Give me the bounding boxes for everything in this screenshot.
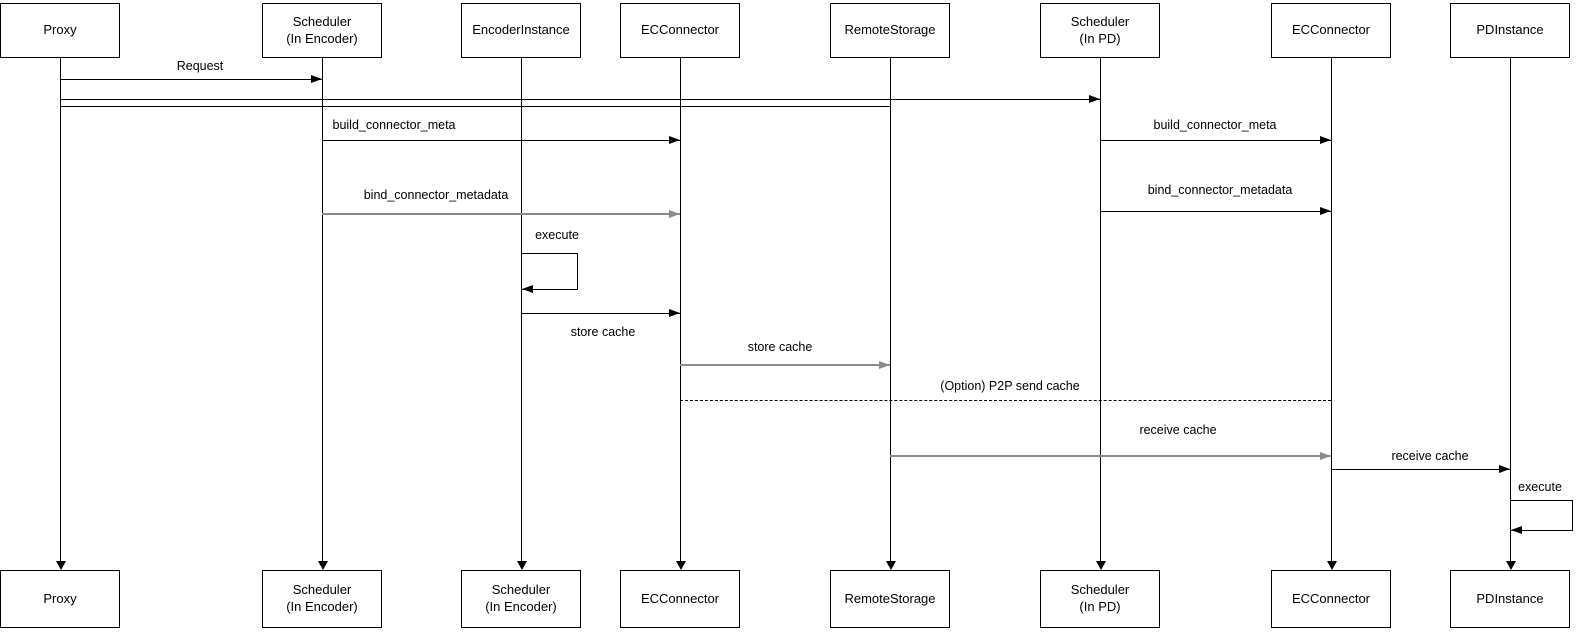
actor-bottom-box-pd-instance: PDInstance	[1450, 570, 1570, 628]
message-line-build-connector-meta-pd	[1100, 140, 1331, 141]
lifeline-arrowhead-encoder-instance	[516, 561, 527, 570]
message-label-bind-connector-metadata-enc: bind_connector_metadata	[363, 188, 509, 202]
self-message-label-execute-pd: execute	[1518, 480, 1562, 494]
actor-top-box-proxy: Proxy	[0, 3, 120, 58]
message-label-p2p-send-cache: (Option) P2P send cache	[940, 379, 1080, 393]
message-line-p2p-send-cache	[680, 400, 1331, 401]
actor-bottom-box-encoder-instance: Scheduler (In Encoder)	[461, 570, 581, 628]
lifeline-ec-connector-right	[1331, 58, 1332, 561]
lifeline-arrowhead-pd-instance	[1505, 561, 1516, 570]
lifeline-arrowhead-proxy	[55, 561, 66, 570]
self-message-bottom-execute-encoder	[522, 289, 578, 290]
message-arrowhead-build-connector-meta-pd	[1320, 136, 1331, 144]
self-message-arrowhead-execute-encoder	[522, 285, 533, 293]
message-label-bind-connector-metadata-pd: bind_connector_metadata	[1147, 183, 1293, 197]
message-label-store-cache-remote: store cache	[747, 340, 813, 354]
actor-bottom-box-ec-connector-right: ECConnector	[1271, 570, 1391, 628]
actor-bottom-box-scheduler-pd: Scheduler (In PD)	[1040, 570, 1160, 628]
self-message-right-execute-pd	[1572, 500, 1573, 530]
message-arrowhead-request	[311, 75, 322, 83]
message-line-build-connector-meta-enc	[322, 140, 680, 141]
actor-top-box-remote-storage: RemoteStorage	[830, 3, 950, 58]
lifeline-remote-storage	[890, 58, 891, 561]
message-line-store-cache-encoder	[521, 313, 680, 314]
actor-top-box-scheduler-encoder: Scheduler (In Encoder)	[262, 3, 382, 58]
lifeline-arrowhead-ec-connector-left	[675, 561, 686, 570]
lifeline-scheduler-encoder	[322, 58, 323, 561]
self-message-arrowhead-execute-pd	[1511, 526, 1522, 534]
message-arrowhead-bind-connector-metadata-pd	[1320, 207, 1331, 215]
message-arrowhead-bind-connector-metadata-enc	[669, 210, 680, 218]
message-line-receive-cache-remote	[890, 455, 1331, 457]
message-arrowhead-receive-cache-pd	[1499, 465, 1510, 473]
lifeline-arrowhead-ec-connector-right	[1326, 561, 1337, 570]
self-message-top-execute-pd	[1510, 500, 1572, 501]
actor-top-box-scheduler-pd: Scheduler (In PD)	[1040, 3, 1160, 58]
self-message-top-execute-encoder	[521, 253, 577, 254]
message-line-request-to-pd	[60, 99, 1100, 100]
message-arrowhead-store-cache-encoder	[669, 309, 680, 317]
lifeline-pd-instance	[1510, 58, 1511, 561]
actor-top-box-pd-instance: PDInstance	[1450, 3, 1570, 58]
lifeline-arrowhead-remote-storage	[885, 561, 896, 570]
message-line-request	[60, 79, 322, 80]
actor-bottom-box-remote-storage: RemoteStorage	[830, 570, 950, 628]
message-arrowhead-request-to-pd	[1089, 95, 1100, 103]
self-message-right-execute-encoder	[577, 253, 578, 289]
message-label-request: Request	[176, 59, 224, 73]
message-line-request-aux-line	[60, 106, 890, 107]
lifeline-proxy	[60, 58, 61, 561]
actor-bottom-box-proxy: Proxy	[0, 570, 120, 628]
message-line-bind-connector-metadata-pd	[1100, 211, 1331, 212]
actor-bottom-box-ec-connector-left: ECConnector	[620, 570, 740, 628]
message-arrowhead-store-cache-remote	[879, 361, 890, 369]
message-line-bind-connector-metadata-enc	[322, 213, 680, 215]
actor-bottom-box-scheduler-encoder: Scheduler (In Encoder)	[262, 570, 382, 628]
self-message-label-execute-encoder: execute	[535, 228, 579, 242]
self-message-bottom-execute-pd	[1511, 530, 1573, 531]
message-line-receive-cache-pd	[1331, 469, 1510, 470]
actor-top-box-ec-connector-left: ECConnector	[620, 3, 740, 58]
lifeline-scheduler-pd	[1100, 58, 1101, 561]
message-label-receive-cache-pd: receive cache	[1391, 449, 1469, 463]
message-arrowhead-receive-cache-remote	[1320, 452, 1331, 460]
lifeline-ec-connector-left	[680, 58, 681, 561]
message-label-build-connector-meta-pd: build_connector_meta	[1153, 118, 1277, 132]
actor-top-box-ec-connector-right: ECConnector	[1271, 3, 1391, 58]
actor-top-box-encoder-instance: EncoderInstance	[461, 3, 581, 58]
message-label-store-cache-encoder: store cache	[570, 325, 636, 339]
message-label-build-connector-meta-enc: build_connector_meta	[332, 118, 456, 132]
message-label-receive-cache-remote: receive cache	[1139, 423, 1217, 437]
message-line-store-cache-remote	[680, 364, 890, 366]
message-arrowhead-build-connector-meta-enc	[669, 136, 680, 144]
lifeline-encoder-instance	[521, 58, 522, 561]
lifeline-arrowhead-scheduler-encoder	[317, 561, 328, 570]
lifeline-arrowhead-scheduler-pd	[1095, 561, 1106, 570]
